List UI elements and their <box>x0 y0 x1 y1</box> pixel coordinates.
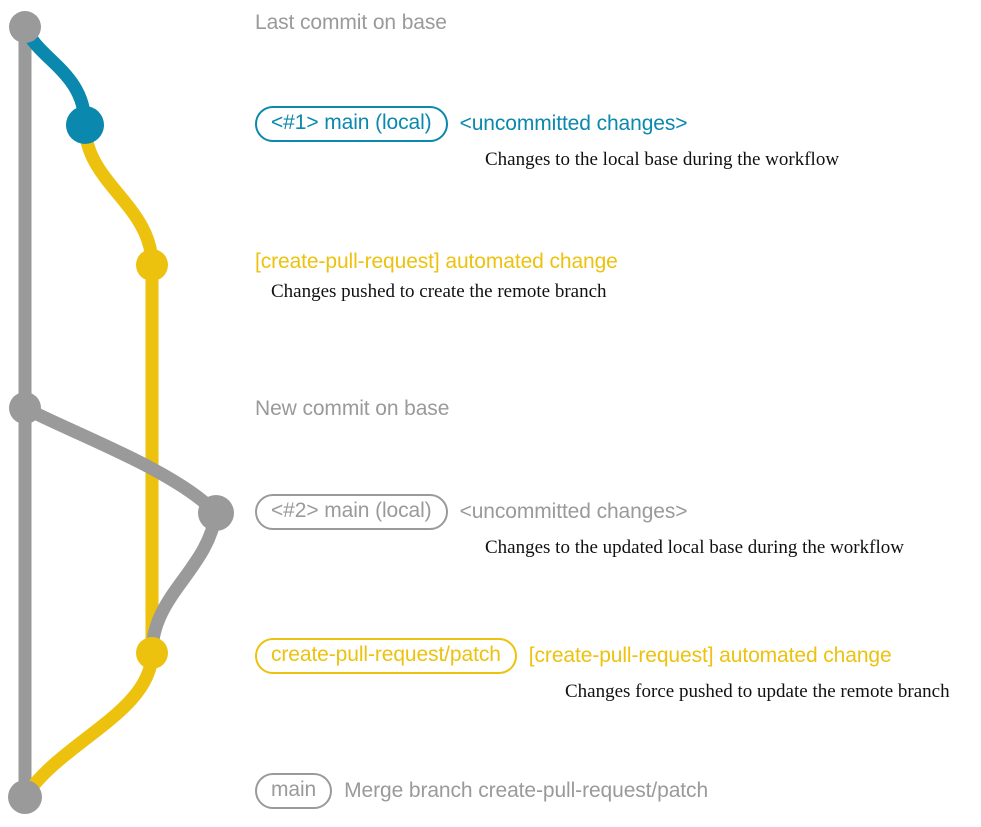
last-commit-headline: Last commit on base <box>255 11 447 34</box>
node-local-commit-2[interactable] <box>198 495 234 531</box>
edge-local-2-to-remote-2 <box>145 506 223 660</box>
node-remote-commit-2[interactable] <box>136 637 168 669</box>
local-commit-2-headline: <uncommitted changes> <box>459 500 688 523</box>
automated-change-1-subtext: Changes pushed to create the remote bran… <box>271 281 607 302</box>
local-commit-1-headline: <uncommitted changes> <box>459 112 688 135</box>
local-commit-2-subtext: Changes to the updated local base during… <box>485 537 904 558</box>
node-base-new-commit[interactable] <box>9 392 41 424</box>
automated-change-1-headline: [create-pull-request] automated change <box>255 250 618 273</box>
new-commit-headline: New commit on base <box>255 397 450 420</box>
annotation-local-commit-2: <#2> main (local) <uncommitted changes> … <box>255 494 904 559</box>
automated-change-2-subtext: Changes force pushed to update the remot… <box>565 681 950 702</box>
annotation-local-commit-1: <#1> main (local) <uncommitted changes> … <box>255 106 839 171</box>
node-base-merge-commit[interactable] <box>8 780 42 814</box>
annotation-last-commit: Last commit on base <box>255 11 447 35</box>
annotation-automated-change-1: [create-pull-request] automated change C… <box>255 250 618 303</box>
annotation-automated-change-2: create-pull-request/patch [create-pull-r… <box>255 638 950 703</box>
node-remote-commit-1[interactable] <box>136 249 168 281</box>
edge-remote-2-to-merge <box>18 646 159 804</box>
branch-pill-create-pull-request-patch[interactable]: create-pull-request/patch <box>255 638 517 674</box>
annotation-merge-commit: main Merge branch create-pull-request/pa… <box>255 773 708 809</box>
edge-base-to-local-2 <box>18 401 223 520</box>
annotation-new-commit: New commit on base <box>255 397 449 421</box>
automated-change-2-headline: [create-pull-request] automated change <box>528 644 892 667</box>
branch-pill-main-local-1[interactable]: <#1> main (local) <box>255 106 448 142</box>
edge-local-1-to-remote-1 <box>78 118 159 272</box>
node-base-last-commit[interactable] <box>9 11 41 43</box>
branch-pill-main-local-2[interactable]: <#2> main (local) <box>255 494 448 530</box>
branch-pill-main[interactable]: main <box>255 773 333 809</box>
node-local-commit-1[interactable] <box>66 106 104 144</box>
local-commit-1-subtext: Changes to the local base during the wor… <box>485 149 840 170</box>
merge-commit-headline: Merge branch create-pull-request/patch <box>344 779 709 802</box>
